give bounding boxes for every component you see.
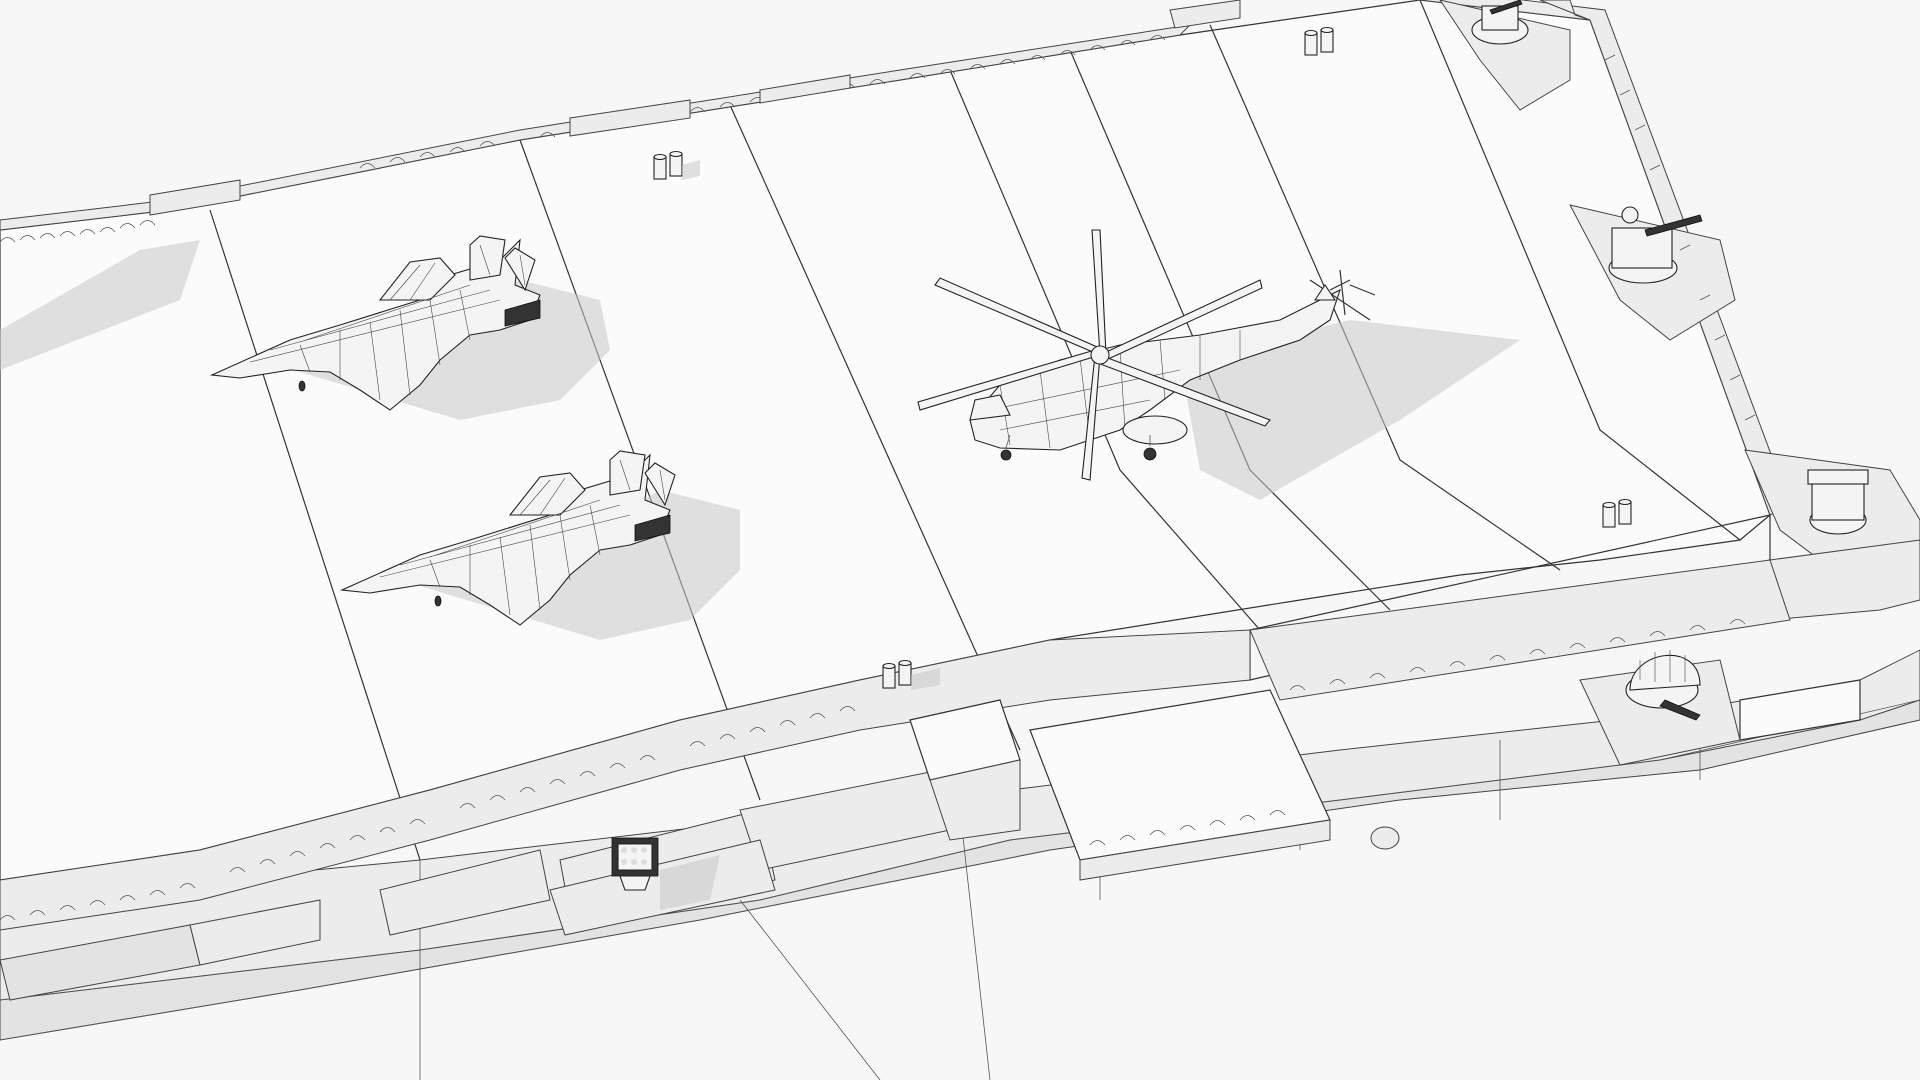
bollard-pair-4 — [1602, 498, 1632, 528]
bollard-pair-1 — [653, 150, 700, 180]
deck-railing-top — [0, 0, 1241, 243]
bollard-pair-2 — [1304, 26, 1334, 56]
missile-launcher — [549, 837, 776, 936]
bollard-pair-3 — [882, 659, 940, 690]
fighter-jet-1 — [209, 235, 541, 411]
helicopter — [917, 229, 1376, 481]
gun-turret-1 — [1471, 0, 1529, 45]
gun-turret-2 — [1608, 206, 1703, 284]
gun-turret-4 — [1579, 650, 1741, 766]
fighter-jet-2 — [339, 450, 676, 626]
gun-turret-3 — [1807, 469, 1869, 535]
